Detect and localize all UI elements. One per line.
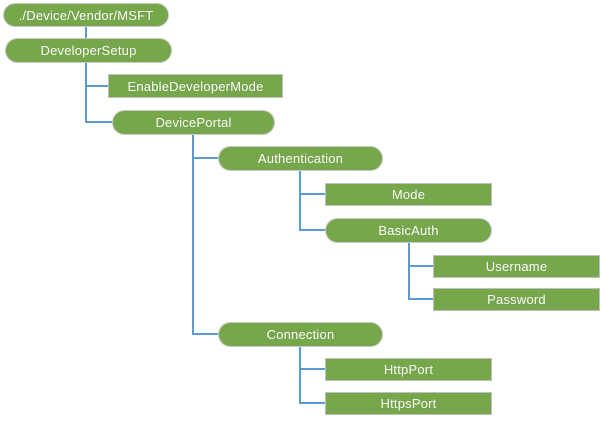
node-label-deviceportal: DevicePortal: [155, 115, 232, 130]
node-label-developersetup: DeveloperSetup: [40, 43, 137, 58]
node-httpport[interactable]: HttpPort: [325, 358, 492, 381]
node-label-authentication: Authentication: [257, 151, 344, 166]
node-connection[interactable]: Connection: [218, 322, 383, 347]
node-mode[interactable]: Mode: [325, 183, 492, 206]
node-label-root: ./Device/Vendor/MSFT: [18, 7, 154, 23]
node-developersetup[interactable]: DeveloperSetup: [5, 38, 172, 63]
node-label-password: Password: [487, 292, 546, 307]
connector-developersetup-to-enabledevelopermode: [85, 63, 108, 87]
node-label-basicauth: BasicAuth: [378, 223, 439, 238]
node-enabledevelopermode[interactable]: EnableDeveloperMode: [108, 74, 283, 98]
node-httpsport[interactable]: HttpsPort: [325, 392, 492, 415]
node-password[interactable]: Password: [433, 288, 600, 311]
connector-connection-to-httpport: [299, 347, 325, 370]
connector-authentication-to-basicauth: [299, 171, 325, 231]
connector-basicauth-to-username: [408, 243, 433, 267]
node-label-connection: Connection: [266, 327, 335, 342]
node-label-enabledevelopermode: EnableDeveloperMode: [127, 78, 264, 94]
node-label-httpport: HttpPort: [383, 362, 434, 377]
connector-connection-to-httpsport: [299, 347, 325, 404]
node-label-username: Username: [485, 259, 548, 274]
node-deviceportal[interactable]: DevicePortal: [112, 110, 275, 135]
node-label-httpsport: HttpsPort: [380, 396, 437, 411]
node-basicauth[interactable]: BasicAuth: [325, 218, 492, 243]
connector-basicauth-to-password: [408, 243, 433, 300]
connector-authentication-to-mode: [299, 171, 325, 195]
node-label-mode: Mode: [391, 187, 426, 202]
connector-deviceportal-to-connection: [192, 135, 218, 335]
connector-deviceportal-to-authentication: [192, 135, 218, 159]
node-authentication[interactable]: Authentication: [218, 146, 383, 171]
node-username[interactable]: Username: [433, 255, 600, 278]
node-root[interactable]: ./Device/Vendor/MSFT: [3, 3, 169, 27]
